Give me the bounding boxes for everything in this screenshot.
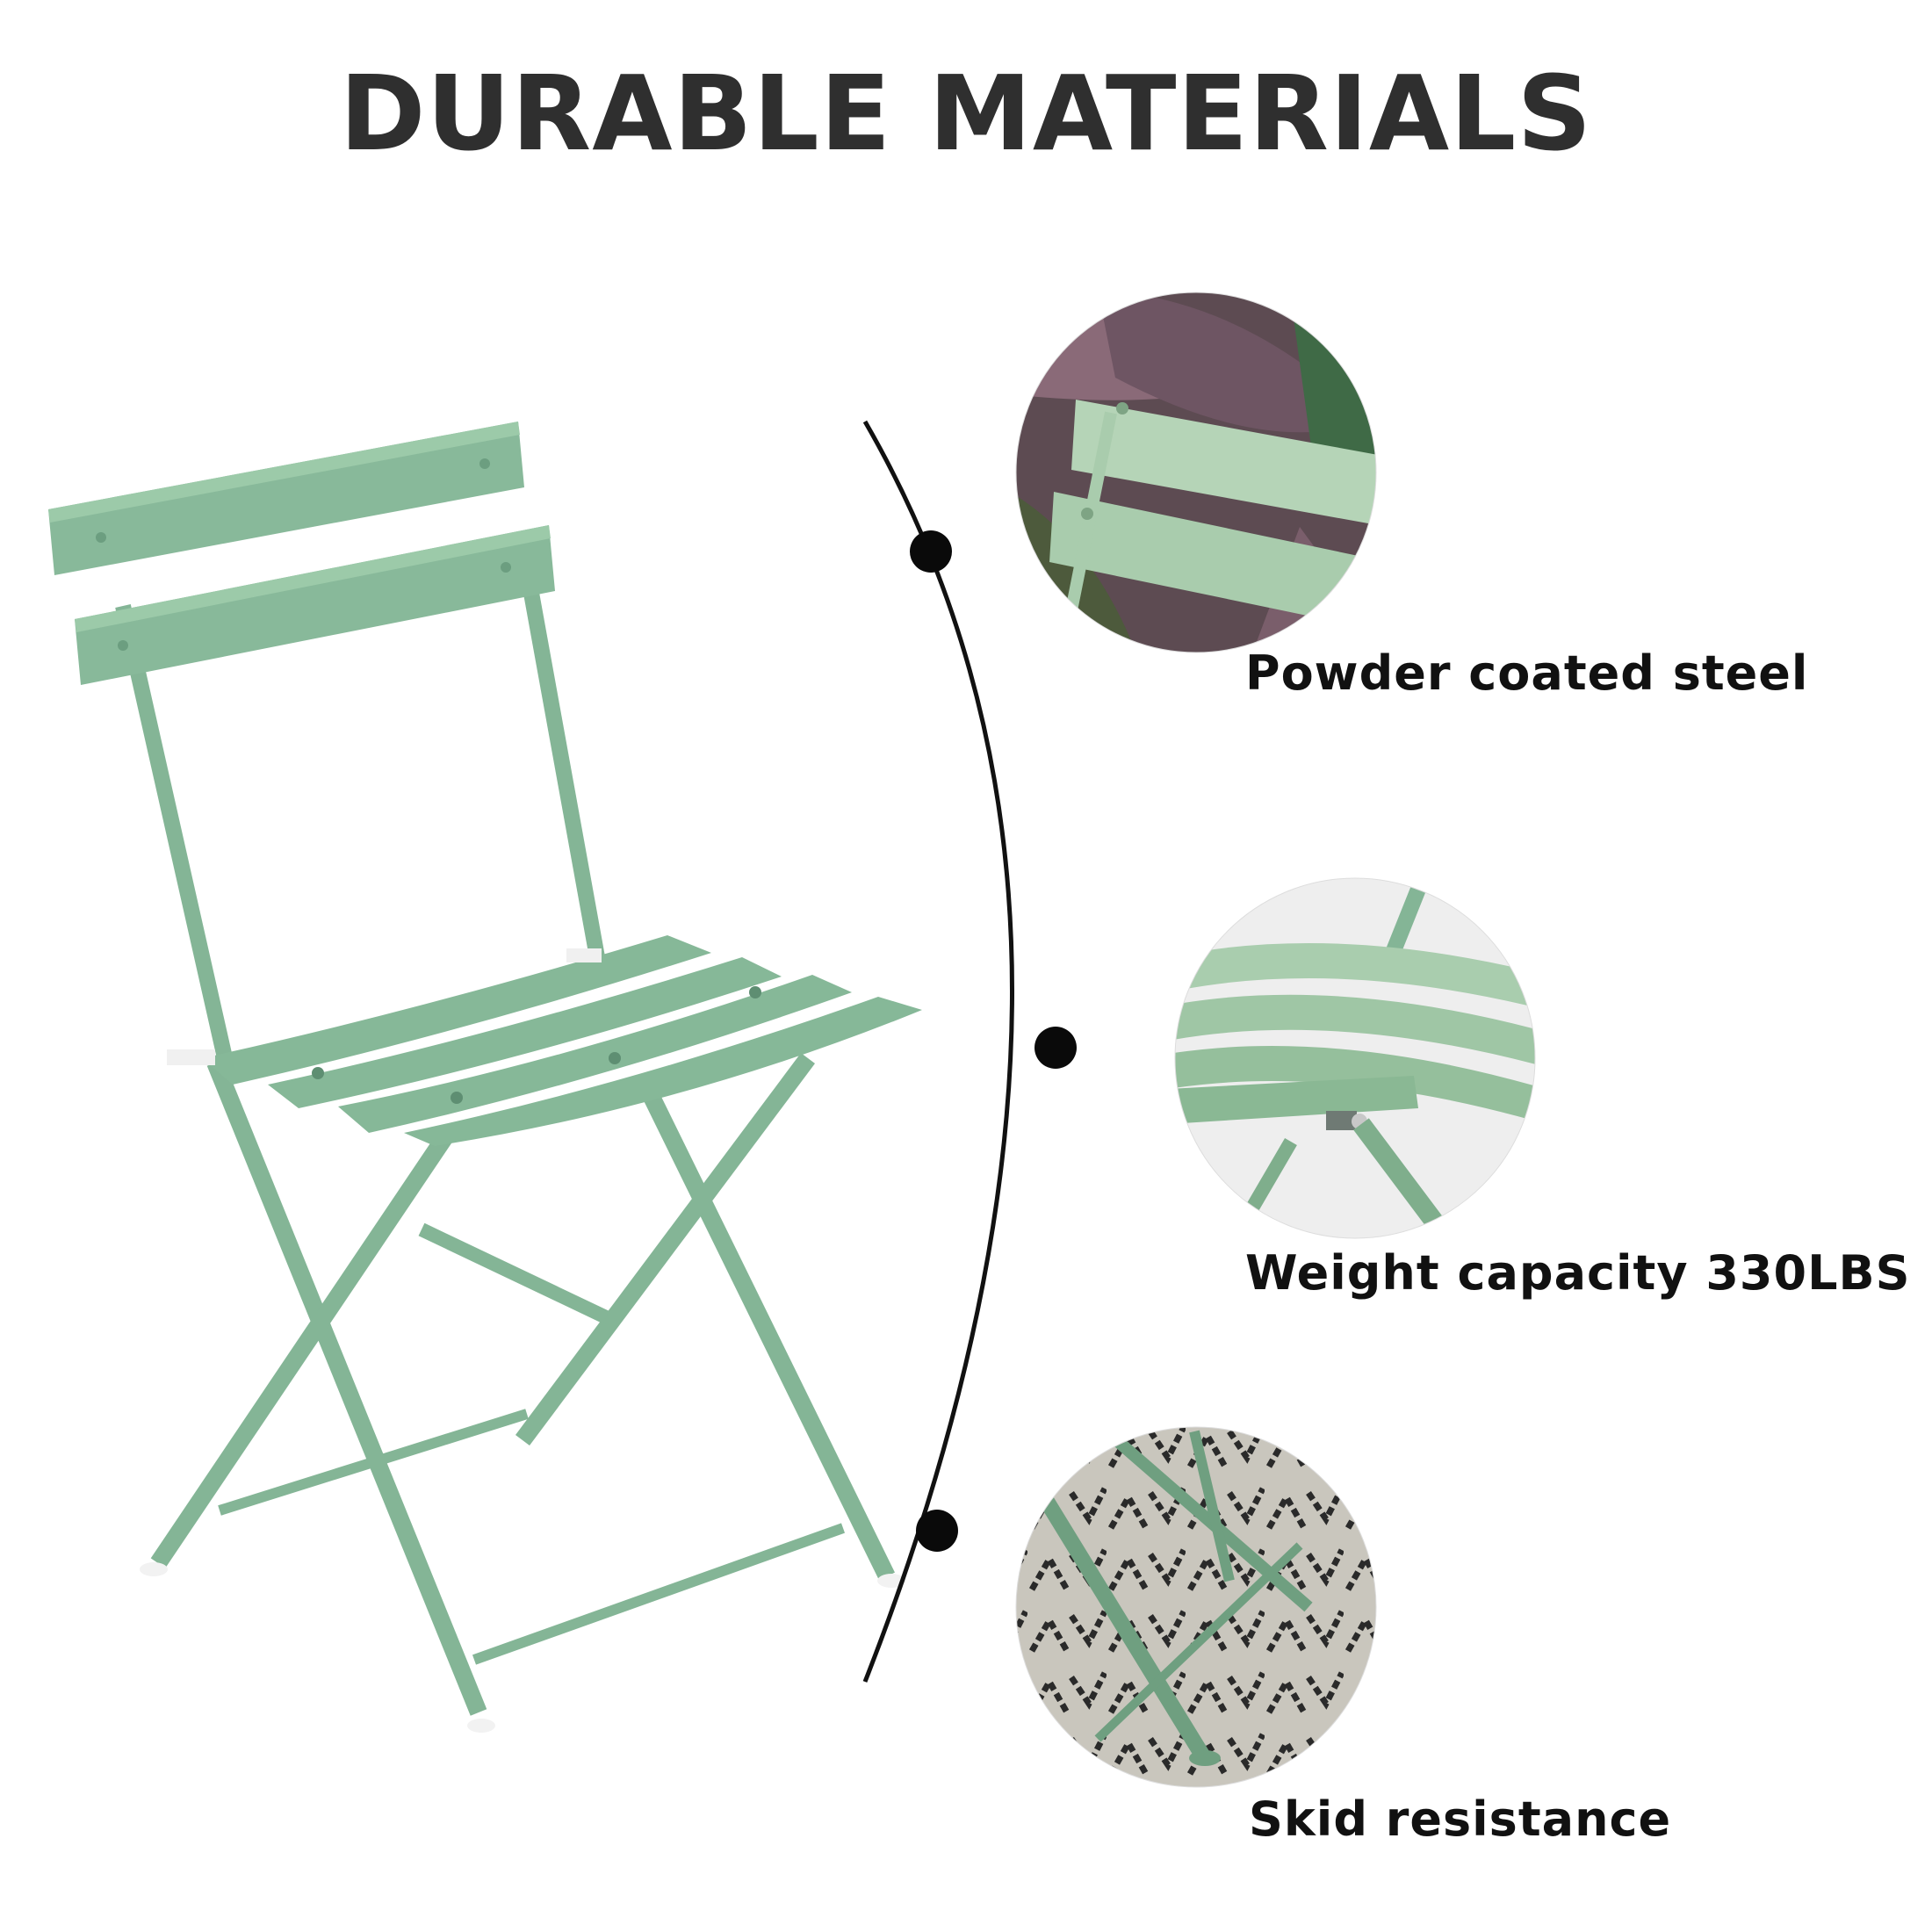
feature-label-powder-coated-steel: Powder coated steel <box>1245 645 1809 701</box>
detail-photo-skid-resistance <box>1016 1427 1376 1787</box>
bullet-dot-2 <box>1034 1027 1077 1069</box>
bistro-chair-image <box>48 422 922 1733</box>
feature-label-skid-resistance: Skid resistance <box>1249 1791 1672 1847</box>
feature-label-weight-capacity: Weight capacity 330LBS <box>1245 1245 1911 1301</box>
page-title: DURABLE MATERIALS <box>339 53 1593 174</box>
connector-arc <box>862 420 1014 1683</box>
detail-photo-powder-coated-steel <box>1016 292 1376 652</box>
detail-photo-weight-capacity <box>1175 878 1535 1238</box>
bullet-dot-1 <box>910 530 952 573</box>
bullet-dot-3 <box>916 1510 958 1552</box>
